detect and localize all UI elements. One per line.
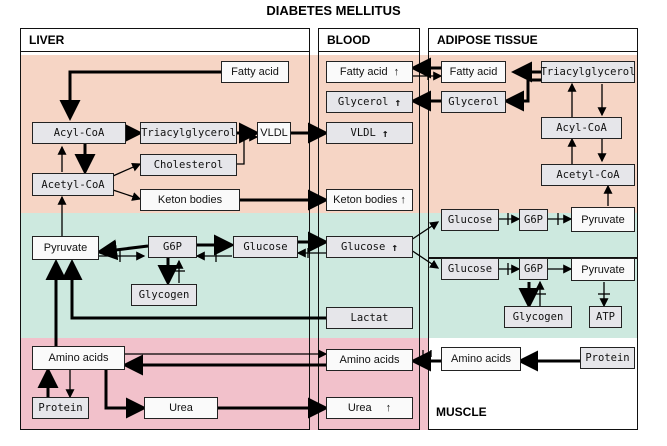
liver-pyruvate: Pyruvate xyxy=(32,236,99,260)
muscle-amino-acids: Amino acids xyxy=(441,347,521,371)
blood-glucose-label: Glucose xyxy=(341,241,386,253)
diagram-title: DIABETES MELLITUS xyxy=(266,3,401,18)
muscle-header: MUSCLE xyxy=(436,405,487,419)
blood-glycerol-label: Glycerol xyxy=(337,96,389,108)
liver-triacylglycerol: Triacylglycerol xyxy=(140,122,237,144)
liver-acyl-coa: Acyl-CoA xyxy=(32,122,126,144)
blood-fatty-acid-label: Fatty acid xyxy=(339,66,388,78)
adipose-g6p: G6P xyxy=(519,209,548,231)
blood-glycerol: Glycerol ↑ xyxy=(326,91,413,113)
liver-header: LIVER xyxy=(20,28,310,52)
increase-arrow-icon: ↑ xyxy=(391,240,398,254)
liver-keton-bodies: Keton bodies xyxy=(140,189,240,211)
muscle-g6p: G6P xyxy=(519,258,548,280)
blood-lactat: Lactat xyxy=(326,307,413,329)
adipose-pyruvate: Pyruvate xyxy=(571,207,635,232)
muscle-atp: ATP xyxy=(589,306,622,328)
adipose-acyl-coa: Acyl-CoA xyxy=(541,117,622,139)
liver-g6p: G6P xyxy=(148,236,197,258)
increase-arrow-icon: ↑ xyxy=(400,194,406,206)
blood-fatty-acid: Fatty acid ↑ xyxy=(326,61,413,83)
liver-cholesterol: Cholesterol xyxy=(140,154,237,176)
adipose-header: ADIPOSE TISSUE xyxy=(428,28,638,52)
blood-glucose: Glucose ↑ xyxy=(326,236,413,258)
adipose-acetyl-coa: Acetyl-CoA xyxy=(541,164,635,186)
blood-urea: Urea ↑ xyxy=(326,397,413,419)
liver-acetyl-coa: Acetyl-CoA xyxy=(32,173,114,196)
liver-vldl: VLDL xyxy=(257,122,291,144)
blood-vldl-label: VLDL xyxy=(350,127,376,139)
blood-amino-acids: Amino acids xyxy=(326,349,413,371)
liver-urea: Urea xyxy=(144,397,218,419)
adipose-fatty-acid: Fatty acid xyxy=(441,61,506,83)
blood-vldl: VLDL ↑ xyxy=(326,122,413,144)
blood-keton-bodies: Keton bodies↑ xyxy=(326,189,413,211)
blood-keton-bodies-label: Keton bodies xyxy=(333,194,398,206)
increase-arrow-icon: ↑ xyxy=(393,66,400,78)
liver-protein: Protein xyxy=(32,397,89,419)
increase-arrow-icon: ↑ xyxy=(385,402,392,414)
muscle-glucose: Glucose xyxy=(441,258,499,280)
increase-arrow-icon: ↑ xyxy=(381,126,389,140)
liver-glycogen: Glycogen xyxy=(131,284,197,306)
increase-arrow-icon: ↑ xyxy=(394,95,402,109)
liver-fatty-acid: Fatty acid xyxy=(221,61,289,83)
adipose-glycerol: Glycerol xyxy=(441,91,506,113)
blood-header: BLOOD xyxy=(318,28,420,52)
muscle-pyruvate: Pyruvate xyxy=(571,258,635,281)
adipose-glucose: Glucose xyxy=(441,209,499,231)
blood-urea-label: Urea xyxy=(347,402,372,414)
liver-amino-acids: Amino acids xyxy=(32,346,125,370)
muscle-protein: Protein xyxy=(580,347,635,369)
muscle-glycogen: Glycogen xyxy=(504,306,572,328)
adipose-triacylglycerol: Triacylglycerol xyxy=(541,61,635,83)
liver-glucose: Glucose xyxy=(233,236,298,258)
